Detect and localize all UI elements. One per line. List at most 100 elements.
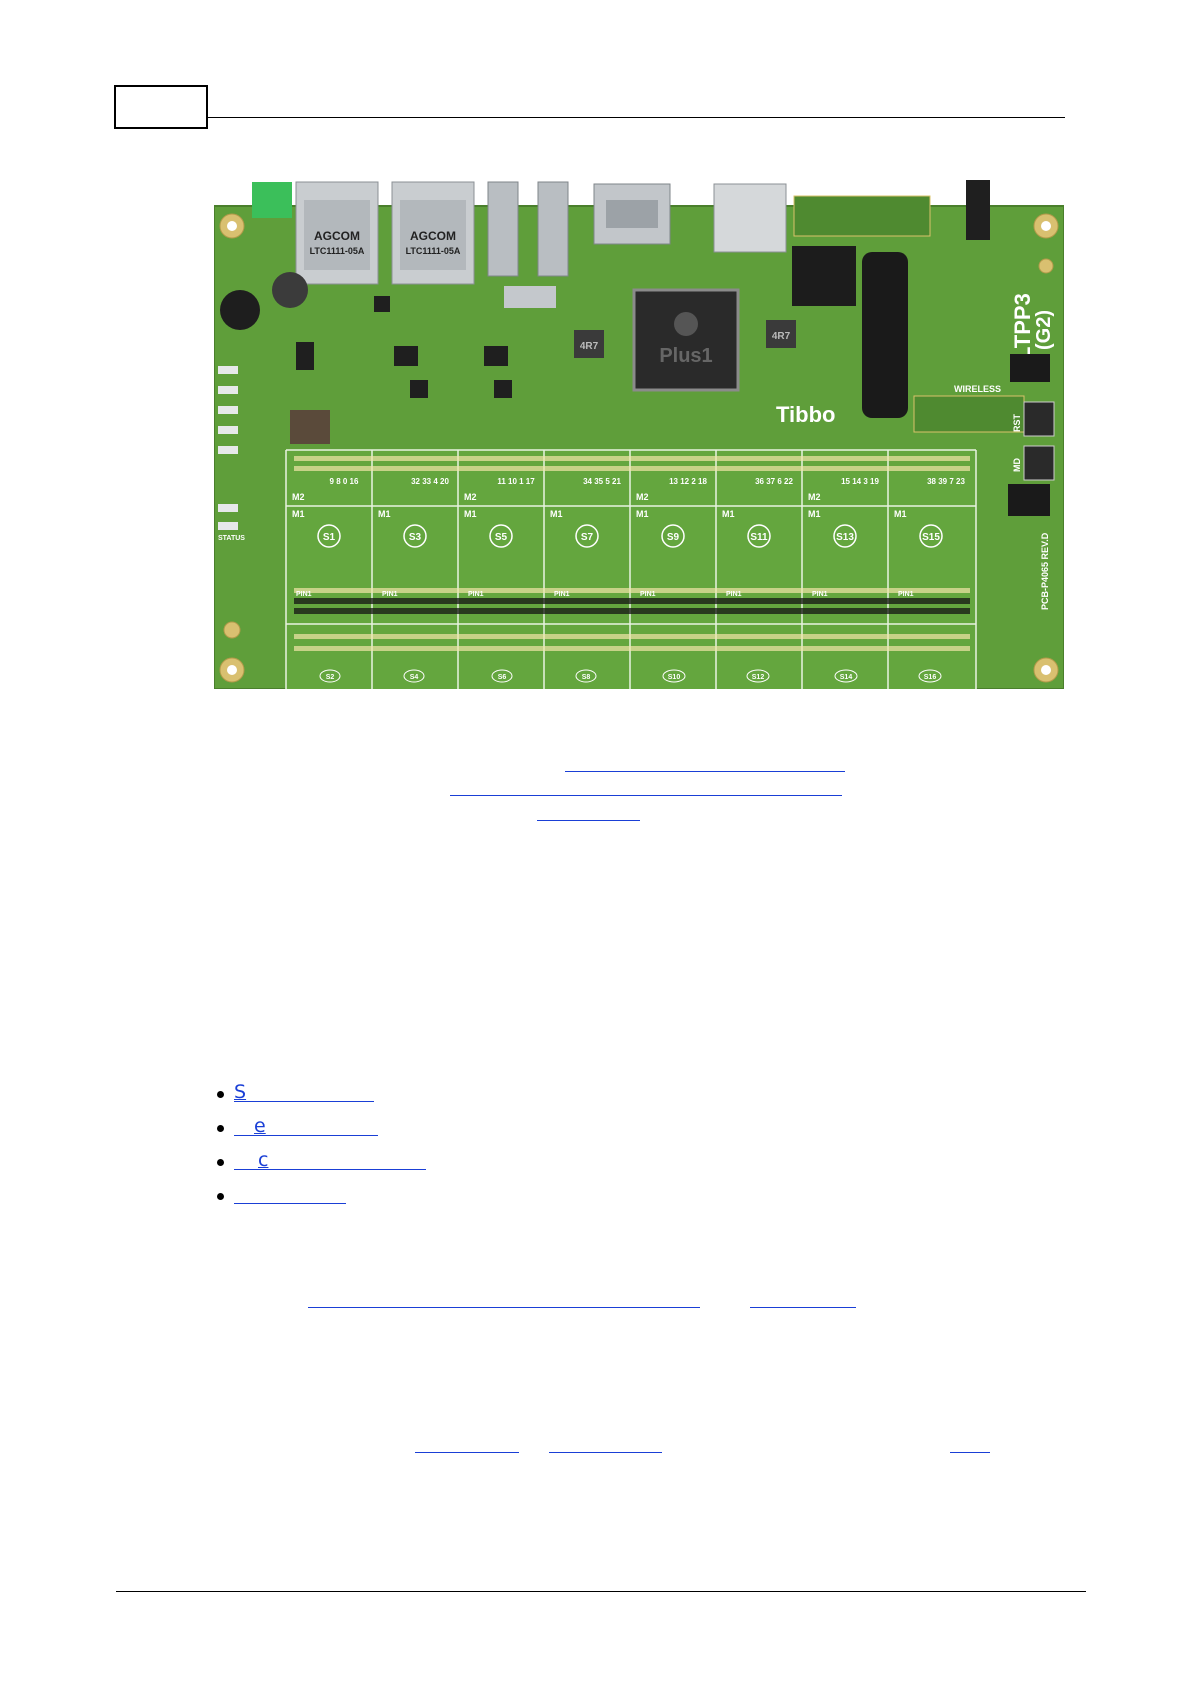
board-image: AGCOM LTC1111-05A AGCOM LTC1111-05A Plus… xyxy=(213,170,1065,690)
svg-text:PIN1: PIN1 xyxy=(296,591,312,598)
footer-rule xyxy=(116,1591,1086,1592)
cpu-chip xyxy=(632,288,740,392)
page-number-box xyxy=(114,85,208,129)
bullet-link-1-underline xyxy=(234,1101,374,1102)
svg-text:LTC1111-05A: LTC1111-05A xyxy=(406,246,461,256)
bottom-socket-ovals xyxy=(319,669,942,683)
svg-text:M1: M1 xyxy=(894,509,907,519)
usb-port-2 xyxy=(537,181,569,277)
svg-text:Tibbo: Tibbo xyxy=(776,402,835,427)
bullet-2 xyxy=(217,1125,224,1132)
image-caption-link-1[interactable] xyxy=(565,771,845,772)
rst-button xyxy=(1023,401,1055,437)
svg-text:WIRELESS: WIRELESS xyxy=(954,384,1001,394)
svg-text:PIN1: PIN1 xyxy=(640,591,656,598)
bullet-link-1[interactable]: S xyxy=(234,1081,247,1103)
svg-text:M1: M1 xyxy=(292,509,305,519)
bullet-link-4-underline xyxy=(234,1203,346,1204)
slot-numbers-7: 15 14 3 19 xyxy=(841,477,879,486)
socket-s15: S15 xyxy=(922,532,940,543)
svg-text:M2: M2 xyxy=(808,492,821,502)
socket-s5: S5 xyxy=(495,532,508,543)
supercapacitor xyxy=(862,252,908,418)
svg-text:M2: M2 xyxy=(292,492,305,502)
socket-s9: S9 xyxy=(667,532,680,543)
svg-text:AGCOM: AGCOM xyxy=(410,229,456,243)
bullet-link-4[interactable] xyxy=(234,1183,346,1205)
status-leds xyxy=(218,366,238,530)
svg-text:M1: M1 xyxy=(636,509,649,519)
header-cn2 xyxy=(1008,484,1050,516)
svg-text:4R7: 4R7 xyxy=(772,331,791,342)
svg-text:PIN1: PIN1 xyxy=(726,591,742,598)
capacitor xyxy=(272,272,308,308)
md-button xyxy=(1023,445,1055,481)
paragraph-link-5[interactable] xyxy=(950,1452,990,1453)
slot-numbers-6: 36 37 6 22 xyxy=(755,477,793,486)
svg-text:M1: M1 xyxy=(464,509,477,519)
usb-port-1 xyxy=(487,181,519,277)
svg-text:PIN1: PIN1 xyxy=(468,591,484,598)
svg-text:PIN1: PIN1 xyxy=(898,591,914,598)
socket-s2: S2 xyxy=(326,674,335,681)
paragraph-link-1[interactable] xyxy=(308,1307,700,1308)
slot-numbers-4: 34 35 5 21 xyxy=(583,477,621,486)
slot-numbers-3: 11 10 1 17 xyxy=(497,477,535,486)
svg-text:STATUS: STATUS xyxy=(218,535,245,542)
socket-s6: S6 xyxy=(498,674,507,681)
slot-numbers-2: 32 33 4 20 xyxy=(411,477,449,486)
header-rule xyxy=(208,117,1065,118)
bullet-link-3[interactable]: c xyxy=(258,1149,269,1171)
image-caption-link-3[interactable] xyxy=(537,820,640,821)
socket-s3: S3 xyxy=(409,532,422,543)
svg-text:PIN1: PIN1 xyxy=(382,591,398,598)
bullet-link-3-underline xyxy=(234,1169,426,1170)
socket-s8: S8 xyxy=(582,674,591,681)
svg-text:RST: RST xyxy=(1012,413,1022,432)
ltpp3-board-illustration: AGCOM LTC1111-05A AGCOM LTC1111-05A Plus… xyxy=(213,180,1065,690)
paragraph-link-2[interactable] xyxy=(750,1307,856,1308)
socket-s14: S14 xyxy=(840,674,853,681)
slot-numbers-8: 38 39 7 23 xyxy=(927,477,965,486)
bullet-1 xyxy=(217,1091,224,1098)
pin-holes xyxy=(294,598,970,614)
socket-s11: S11 xyxy=(750,532,768,543)
slot-numbers-5: 13 12 2 18 xyxy=(669,477,707,486)
socket-s13: S13 xyxy=(836,532,854,543)
inductor-c102 xyxy=(290,410,330,444)
svg-text:M1: M1 xyxy=(722,509,735,519)
wireless-chip xyxy=(792,246,856,306)
socket-s10: S10 xyxy=(668,674,681,681)
image-caption-link-2[interactable] xyxy=(450,795,842,796)
bullet-link-2-underline xyxy=(234,1135,378,1136)
paragraph-link-4[interactable] xyxy=(549,1452,662,1453)
svg-text:M1: M1 xyxy=(808,509,821,519)
bullet-link-2[interactable]: e xyxy=(254,1115,266,1137)
svg-text:LTPP3: LTPP3 xyxy=(1010,293,1035,360)
ethernet-jack-1: AGCOM LTC1111-05A xyxy=(295,181,379,285)
svg-text:M2: M2 xyxy=(636,492,649,502)
sd-card-slot xyxy=(713,183,787,253)
svg-text:M1: M1 xyxy=(378,509,391,519)
svg-text:PCB-P4065 REV.D: PCB-P4065 REV.D xyxy=(1040,532,1050,610)
ethernet-jack-2: AGCOM LTC1111-05A xyxy=(391,181,475,285)
top-socket-circles xyxy=(317,524,943,548)
socket-s16: S16 xyxy=(924,674,937,681)
slot-numbers-1: 9 8 0 16 xyxy=(330,477,359,486)
socket-s1: S1 xyxy=(323,532,336,543)
socket-s7: S7 xyxy=(581,532,594,543)
socket-s4: S4 xyxy=(410,674,419,681)
buzzer xyxy=(220,290,260,330)
paragraph-link-3[interactable] xyxy=(415,1452,519,1453)
svg-text:MD: MD xyxy=(1012,458,1022,472)
svg-text:PIN1: PIN1 xyxy=(554,591,570,598)
gpio-header xyxy=(793,195,931,237)
svg-text:AGCOM: AGCOM xyxy=(314,229,360,243)
svg-text:Plus1: Plus1 xyxy=(659,345,712,367)
header-cn1 xyxy=(1010,354,1050,382)
svg-text:PIN1: PIN1 xyxy=(812,591,828,598)
svg-text:M1: M1 xyxy=(550,509,563,519)
bullet-3 xyxy=(217,1159,224,1166)
led-module xyxy=(252,182,292,218)
svg-text:4R7: 4R7 xyxy=(580,341,599,352)
